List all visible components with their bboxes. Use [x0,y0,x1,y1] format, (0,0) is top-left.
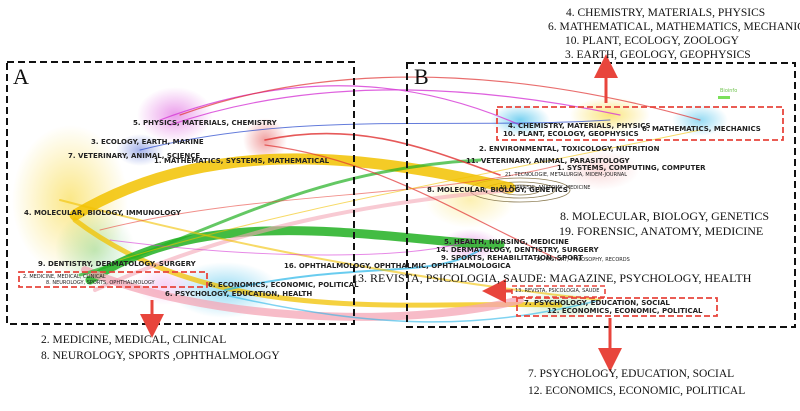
label-molecular: 4. MOLECULAR, BIOLOGY, IMMUNOLOGY [24,209,181,217]
left-annotation-line: 8. NEUROLOGY, SPORTS ,OPHTHALMOLOGY [41,350,280,362]
label-forensic-b: 19. FORENSIC, ANATOMY, MEDICINE [500,185,591,191]
bottom-annotation: 7. PSYCHOLOGY, EDUCATION, SOCIAL 12. ECO… [528,367,745,398]
label-veterinary: 7. VETERINARY, ANIMAL, SCIENCE [68,152,201,160]
label-chemistry-b: 4. CHEMISTRY, MATERIALS, PHYSICS [508,122,651,130]
label-economics-a: 6. ECONOMICS, ECONOMIC, POLITICAL [208,281,359,289]
label-history: 16. HISTORY, PHILOSOPHY, RECORDS [536,257,630,263]
panel-a-letter: A [13,64,29,89]
top-annotation-line: 6. MATHEMATICAL, MATHEMATICS, MECHANICS [548,21,800,33]
label-ecology: 3. ECOLOGY, EARTH, MARINE [91,138,204,146]
label-veterinary-b: 11. VETERINARY, ANIMAL, PARASITOLOGY [466,157,630,165]
top-annotation-line: 4. CHEMISTRY, MATERIALS, PHYSICS [566,7,766,19]
left-annotation-line: 2. MEDICINE, MEDICAL, CLINICAL [41,334,227,346]
highlight-box-left [18,271,208,288]
label-revista: 13. REVISTA, PSICOLOGIA, SAUDE [515,288,600,294]
right-annotation-line-1: 8. MOLECULAR, BIOLOGY, GENETICS [560,209,770,223]
label-health: 5. HEALTH, NURSING, MEDICINE [444,238,569,246]
label-tecnologie: 21. TECNOLOGIE, METALURGIA, MIDEM-JOURNA… [505,172,628,178]
citation-flows [59,76,701,323]
label-math-b: 6. MATHEMATICS, MECHANICS [642,125,761,133]
label-mathematics: 1. MATHEMATICS, SYSTEMS, MATHEMATICAL [154,157,330,165]
label-medicine: 2. MEDICINE, MEDICAL, CLINICAL [23,274,106,280]
top-annotation-line: 10. PLANT, ECOLOGY, ZOOLOGY [565,35,739,47]
label-psychology-b: 7. PSYCHOLOGY, EDUCATION, SOCIAL [524,299,670,307]
left-annotation: 2. MEDICINE, MEDICAL, CLINICAL 8. NEUROL… [41,333,280,363]
label-physics: 5. PHYSICS, MATERIALS, CHEMISTRY [133,119,277,127]
label-environmental: 2. ENVIRONMENTAL, TOXICOLOGY, NUTRITION [479,145,660,153]
panel-b-letter: B [414,64,429,89]
label-psychology-a: 6. PSYCHOLOGY, EDUCATION, HEALTH [165,290,313,298]
highlight-box-top-right [496,106,784,141]
label-systems: 1. SYSTEMS, COMPUTING, COMPUTER [557,164,706,172]
right-annotation-line-3: 13. REVISTA, PSICOLOGIA, SAUDE: MAGAZINE… [352,271,752,285]
label-ophthalmology: 16. OPHTHALMOLOGY, OPHTHALMIC, OPHTHALMO… [284,262,511,270]
label-plant-b: 10. PLANT, ECOLOGY, GEOPHYSICS [503,130,639,138]
label-neurology: 8. NEUROLOGY, SPORTS, OPHTHALMOLOGY [46,280,155,286]
panel-a-frame [6,61,355,325]
bottom-annotation-line: 12. ECONOMICS, ECONOMIC, POLITICAL [528,385,746,397]
top-annotation: 4. CHEMISTRY, MATERIALS, PHYSICS 6. MATH… [548,6,800,62]
label-bioinfo: Bioinfo [720,88,738,94]
label-molecular-b: 8. MOLECULAR, BIOLOGY, GENETICS [427,186,568,194]
label-sports: 9. SPORTS, REHABILITATION, SPORT [441,254,583,262]
label-economics-b: 12. ECONOMICS, ECONOMIC, POLITICAL [547,307,703,315]
top-annotation-line: 3. EARTH, GEOLOGY, GEOPHYSICS [565,49,751,61]
label-dermatology: 14. DERMATOLOGY, DENTISTRY, SURGERY [436,246,599,254]
label-dentistry: 9. DENTISTRY, DERMATOLOGY, SURGERY [38,260,196,268]
bottom-annotation-line: 7. PSYCHOLOGY, EDUCATION, SOCIAL [528,368,735,380]
right-annotation-line-2: 19. FORENSIC, ANATOMY, MEDICINE [559,224,764,238]
highlight-box-bottom-right [516,297,718,317]
